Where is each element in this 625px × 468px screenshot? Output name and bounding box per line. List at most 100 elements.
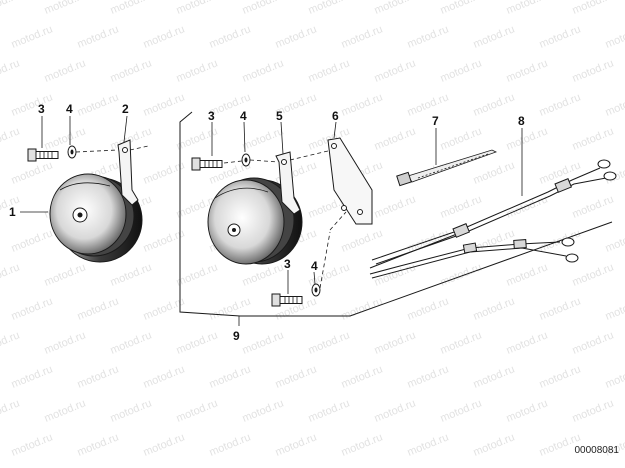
watermark-text: motod.ru	[538, 91, 583, 118]
callout-3b: 3	[208, 109, 215, 123]
watermark-text: motod.ru	[472, 363, 517, 390]
watermark-text: motod.ru	[142, 431, 187, 458]
watermark-text: motod.ru	[571, 329, 616, 356]
watermark-text: motod.ru	[10, 363, 55, 390]
watermark-text: motod.ru	[604, 363, 625, 390]
watermark-text: motod.ru	[505, 397, 550, 424]
cable-tie	[396, 149, 498, 187]
callout-4a: 4	[66, 102, 73, 116]
watermark-text: motod.ru	[340, 23, 385, 50]
watermark-text: motod.ru	[472, 431, 517, 458]
watermark-text: motod.ru	[208, 431, 253, 458]
callout-1: 1	[9, 205, 16, 219]
watermark-text: motod.ru	[505, 57, 550, 84]
watermark-text: motod.ru	[76, 91, 121, 118]
watermark-text: motod.ru	[0, 57, 21, 84]
watermark-text: motod.ru	[0, 397, 21, 424]
watermark-text: motod.ru	[472, 91, 517, 118]
watermark-text: motod.ru	[43, 397, 88, 424]
watermark-text: motod.ru	[406, 91, 451, 118]
watermark-text: motod.ru	[241, 397, 286, 424]
watermark-text: motod.ru	[604, 227, 625, 254]
watermark-text: motod.ru	[505, 261, 550, 288]
watermark-text: motod.ru	[571, 57, 616, 84]
watermark-text: motod.ru	[109, 329, 154, 356]
watermark-text: motod.ru	[340, 227, 385, 254]
bolt-left	[27, 148, 59, 162]
watermark-text: motod.ru	[604, 23, 625, 50]
watermark-text: motod.ru	[340, 295, 385, 322]
watermark-text: motod.ru	[439, 193, 484, 220]
callout-4c: 4	[311, 259, 318, 273]
watermark-text: motod.ru	[142, 363, 187, 390]
callout-3a: 3	[38, 102, 45, 116]
watermark-text: motod.ru	[241, 125, 286, 152]
watermark-text: motod.ru	[175, 397, 220, 424]
assembly-bracket-line	[179, 111, 613, 317]
watermark-text: motod.ru	[76, 363, 121, 390]
watermark-text: motod.ru	[406, 23, 451, 50]
callout-8: 8	[518, 114, 525, 128]
watermark-text: motod.ru	[175, 125, 220, 152]
watermark-text: motod.ru	[43, 57, 88, 84]
watermark-text: motod.ru	[472, 295, 517, 322]
watermark-text: motod.ru	[406, 363, 451, 390]
watermark-text: motod.ru	[142, 23, 187, 50]
watermark-text: motod.ru	[538, 23, 583, 50]
bracket-left	[117, 139, 149, 206]
watermark-text: motod.ru	[571, 397, 616, 424]
watermark-text: motod.ru	[241, 261, 286, 288]
bolt-center-top	[191, 157, 223, 171]
watermark-text: motod.ru	[10, 227, 55, 254]
watermark-text: motod.ru	[373, 0, 418, 17]
watermark-text: motod.ru	[109, 397, 154, 424]
watermark-text: motod.ru	[208, 295, 253, 322]
watermark-text: motod.ru	[472, 227, 517, 254]
watermark-text: motod.ru	[109, 57, 154, 84]
watermark-text: motod.ru	[10, 159, 55, 186]
watermark-text: motod.ru	[0, 0, 21, 17]
watermark-text: motod.ru	[439, 0, 484, 17]
watermark-text: motod.ru	[439, 125, 484, 152]
watermark-text: motod.ru	[538, 363, 583, 390]
watermark-text: motod.ru	[142, 91, 187, 118]
watermark-text: motod.ru	[175, 0, 220, 17]
watermark-text: motod.ru	[340, 431, 385, 458]
callout-9: 9	[233, 329, 240, 343]
watermark-text: motod.ru	[604, 91, 625, 118]
watermark-text: motod.ru	[10, 23, 55, 50]
watermark-text: motod.ru	[340, 363, 385, 390]
watermark-text: motod.ru	[406, 431, 451, 458]
horn-center	[207, 177, 303, 265]
watermark-text: motod.ru	[505, 329, 550, 356]
watermark-text: motod.ru	[175, 261, 220, 288]
watermark-text: motod.ru	[604, 295, 625, 322]
callout-4b: 4	[240, 109, 247, 123]
watermark-text: motod.ru	[373, 193, 418, 220]
watermark-text: motod.ru	[538, 295, 583, 322]
horn-left	[49, 173, 143, 263]
watermark-text: motod.ru	[0, 261, 21, 288]
washer-center-bottom	[311, 283, 321, 297]
watermark-text: motod.ru	[373, 329, 418, 356]
watermark-text: motod.ru	[76, 431, 121, 458]
watermark-text: motod.ru	[10, 431, 55, 458]
watermark-text: motod.ru	[76, 295, 121, 322]
callout-3c: 3	[284, 257, 291, 271]
watermark-text: motod.ru	[439, 261, 484, 288]
watermark-text: motod.ru	[571, 261, 616, 288]
watermark-text: motod.ru	[373, 57, 418, 84]
watermark-text: motod.ru	[10, 91, 55, 118]
bolt-center-bottom	[271, 293, 303, 307]
watermark-text: motod.ru	[439, 329, 484, 356]
watermark-text: motod.ru	[505, 125, 550, 152]
watermark-text: motod.ru	[43, 261, 88, 288]
watermark-text: motod.ru	[373, 125, 418, 152]
watermark-text: motod.ru	[208, 363, 253, 390]
watermark-text: motod.ru	[505, 193, 550, 220]
watermark-text: motod.ru	[472, 159, 517, 186]
watermark-text: motod.ru	[373, 397, 418, 424]
watermark-text: motod.ru	[340, 91, 385, 118]
watermark-text: motod.ru	[109, 125, 154, 152]
